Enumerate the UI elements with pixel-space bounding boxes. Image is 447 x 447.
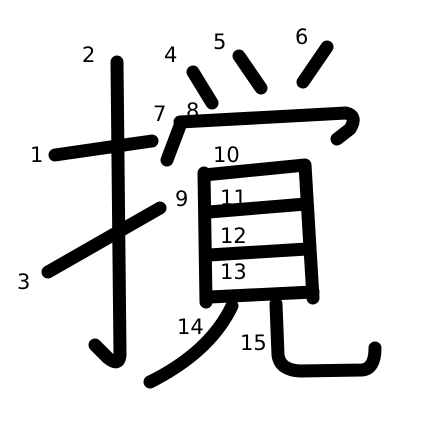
stroke-number-9: 9 — [175, 187, 188, 211]
stroke-number-7: 7 — [153, 102, 166, 126]
stroke-number-14: 14 — [177, 315, 204, 339]
stroke-4 — [186, 65, 219, 110]
stroke-8 — [173, 106, 360, 146]
stroke-number-3: 3 — [17, 270, 30, 294]
stroke-5 — [232, 49, 268, 95]
character-strokes — [41, 40, 382, 389]
stroke-2 — [88, 55, 127, 369]
stroke-1 — [48, 134, 159, 162]
stroke-11 — [202, 197, 313, 219]
stroke-3 — [41, 201, 167, 279]
stroke-13 — [203, 285, 320, 304]
stroke-7 — [160, 116, 188, 167]
stroke-number-1: 1 — [30, 143, 43, 167]
stroke-number-2: 2 — [82, 43, 95, 67]
stroke-14 — [143, 299, 239, 389]
stroke-15 — [269, 297, 382, 378]
stroke-number-6: 6 — [295, 25, 308, 49]
stroke-number-11: 11 — [220, 186, 247, 210]
stroke-12 — [202, 242, 314, 262]
stroke-number-5: 5 — [213, 30, 226, 54]
stroke-number-13: 13 — [220, 260, 247, 284]
stroke-number-10: 10 — [213, 143, 240, 167]
stroke-number-8: 8 — [186, 99, 199, 123]
stroke-number-labels: 1 2 3 4 5 6 7 8 9 10 11 12 13 14 15 — [17, 25, 308, 355]
stroke-9 — [197, 166, 213, 309]
stroke-number-12: 12 — [220, 224, 247, 248]
stroke-number-4: 4 — [164, 43, 177, 67]
stroke-6 — [296, 40, 334, 89]
stroke-number-15: 15 — [240, 331, 267, 355]
